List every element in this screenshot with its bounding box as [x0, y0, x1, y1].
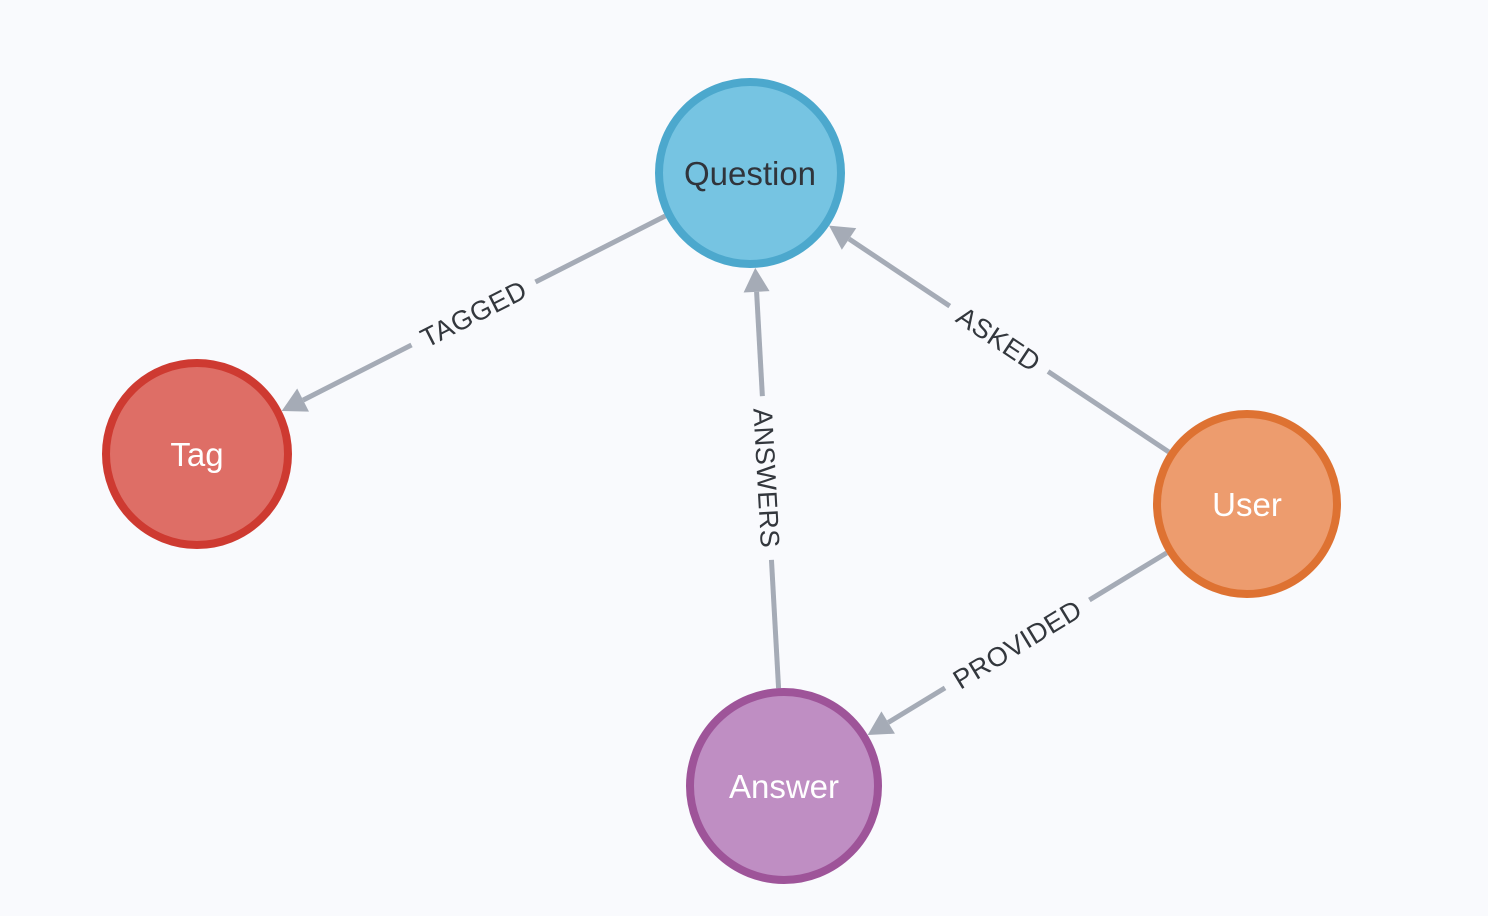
question-node-label: Question	[684, 155, 816, 192]
answers-arrowhead	[743, 267, 770, 293]
edge-tagged[interactable]: TAGGED	[281, 213, 667, 412]
edge-answers[interactable]: ANSWERS	[743, 267, 788, 689]
answers-label-backing	[744, 395, 788, 561]
asked-edge-label: ASKED	[951, 301, 1046, 378]
user-node-label: User	[1212, 486, 1282, 523]
answers-label-group: ANSWERS	[744, 395, 788, 561]
question-circle	[655, 78, 845, 268]
answer-node-label: Answer	[729, 768, 839, 805]
node-answer[interactable]: Answer	[686, 688, 882, 884]
provided-edge-label: PROVIDED	[948, 594, 1087, 695]
user-circle	[1153, 410, 1341, 598]
edges-layer: TAGGED ASKED ANSWERS PROVIDED	[281, 213, 1171, 736]
tagged-label-backing	[404, 267, 544, 361]
edge-provided[interactable]: PROVIDED	[867, 550, 1169, 736]
answer-circle	[686, 688, 882, 884]
tagged-label-group: TAGGED	[404, 267, 544, 361]
asked-label-group: ASKED	[939, 292, 1058, 387]
asked-arrowhead	[829, 225, 857, 250]
asked-label-backing	[939, 292, 1058, 387]
tagged-edge-label: TAGGED	[416, 275, 532, 354]
provided-arrowhead	[867, 711, 895, 736]
edge-asked[interactable]: ASKED	[829, 225, 1171, 454]
provided-label-backing	[936, 586, 1099, 704]
node-question[interactable]: Question	[655, 78, 845, 268]
provided-label-group: PROVIDED	[936, 586, 1099, 704]
tagged-arrowhead	[281, 388, 309, 412]
tag-circle	[102, 359, 292, 549]
node-user[interactable]: User	[1153, 410, 1341, 598]
node-tag[interactable]: Tag	[102, 359, 292, 549]
tag-node-label: Tag	[170, 436, 223, 473]
